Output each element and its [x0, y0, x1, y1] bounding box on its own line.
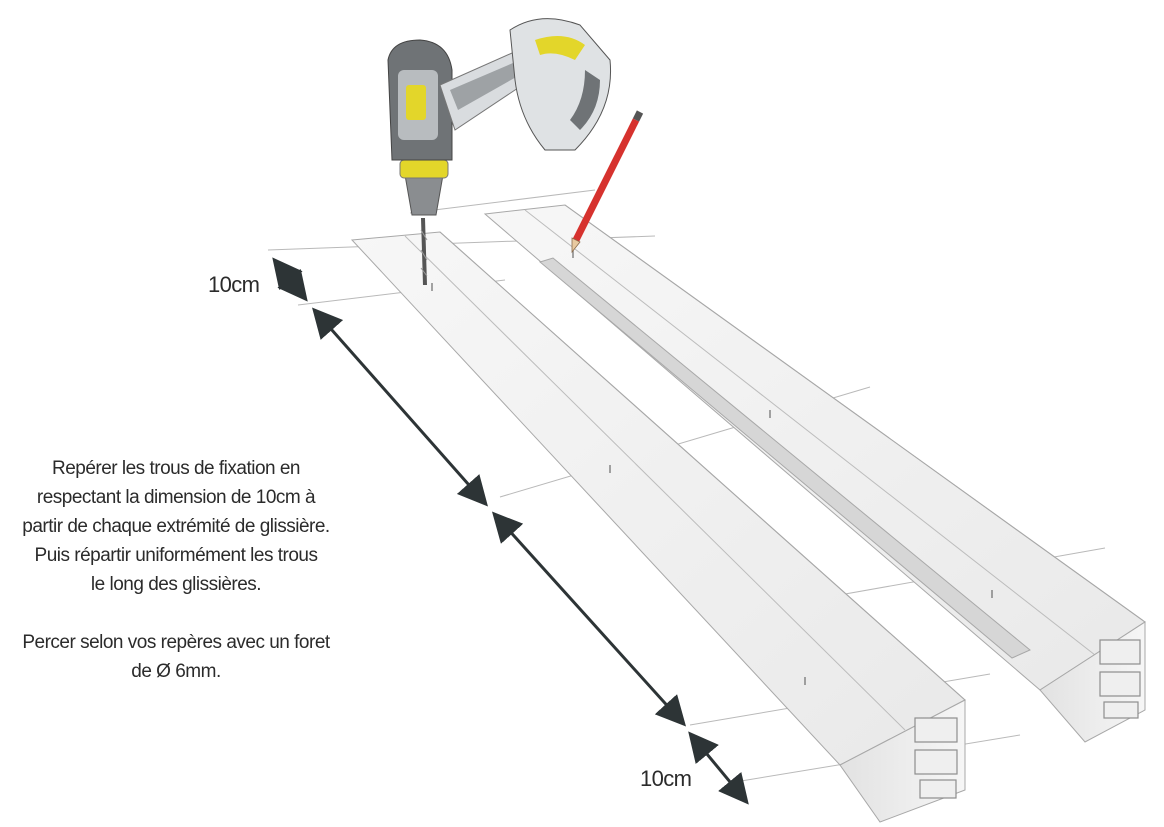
arrow-bottom-10cm	[688, 731, 749, 805]
hole-marks	[431, 250, 993, 685]
instruction-line: partir de chaque extrémité de glissière.	[22, 516, 330, 537]
dimension-arrows	[272, 257, 749, 805]
drill-icon	[387, 18, 612, 286]
arrow-top-10cm	[272, 257, 308, 302]
instruction-line: le long des glissières.	[90, 574, 262, 595]
instruction-line: Puis répartir uniformément les trous	[34, 545, 318, 566]
bottom-dimension-label: 10cm	[640, 766, 692, 791]
instruction-line: respectant la dimension de 10cm à	[36, 487, 316, 508]
rail-left	[350, 231, 966, 823]
instruction-line: Percer selon vos repères avec un foret	[22, 632, 330, 653]
top-dimension-label: 10cm	[208, 272, 260, 297]
paragraph-gap	[0, 599, 352, 628]
instruction-line: Repérer les trous de fixation en	[51, 458, 301, 479]
pencil-icon	[571, 110, 644, 254]
instructions-text: Repérer les trous de fixation en respect…	[0, 454, 352, 686]
rail-left-end-profile	[914, 717, 958, 799]
arrow-span-2	[491, 511, 687, 727]
rail-right-end-profile	[1099, 639, 1141, 719]
rail-right	[483, 204, 1146, 743]
rail-right-channel	[538, 257, 1031, 659]
arrow-span-1	[312, 307, 488, 507]
instruction-line: de Ø 6mm.	[131, 661, 221, 682]
